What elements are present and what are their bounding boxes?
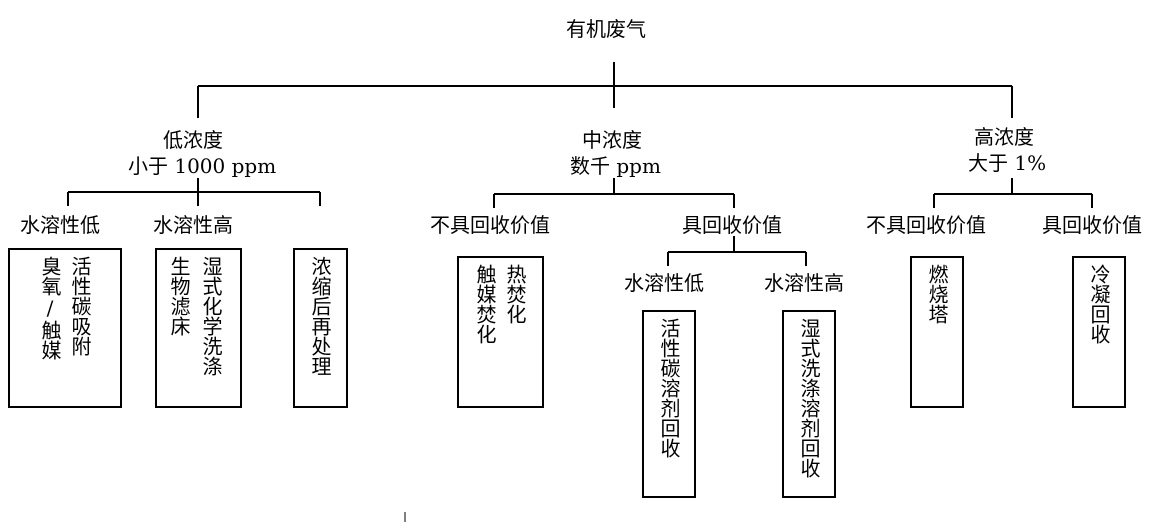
box-activated-carbon-ozone: 活性碳吸附 臭氧/触媒 [8,248,122,408]
box-condensation-recovery: 冷凝回收 [1072,256,1126,408]
box-text-thermal-incineration: 热焚化 [503,264,527,324]
high-has-recovery-value: 具回收价值 [1042,213,1142,237]
box-activated-carbon-solvent-recovery: 活性碳溶剂回收 [642,310,696,498]
box-concentrate-retreat: 浓缩后再处理 [293,248,348,408]
box-text-biofilter: 生物滤床 [167,256,191,336]
root-label: 有机废气 [566,17,646,41]
box-text-wet-scrub-solvent-recovery: 湿式洗涤溶剂回收 [797,318,821,478]
box-text-activated-carbon: 活性碳吸附 [68,256,92,356]
mid-concentration-range: 数千 ppm [570,154,661,178]
box-text-flare: 燃烧塔 [925,264,949,324]
low-concentration-range: 小于 1000 ppm [128,154,277,178]
box-catalytic-thermal-incineration: 触媒焚化 热焚化 [457,256,544,408]
box-flare: 燃烧塔 [910,256,964,408]
box-biofilter-wet-scrub: 生物滤床 湿式化学洗涤 [155,248,242,408]
mid-water-solubility-high: 水溶性高 [764,271,844,295]
mid-concentration-title: 中浓度 [582,128,642,152]
box-text-concentrate-retreat: 浓缩后再处理 [308,256,332,376]
high-concentration-title: 高浓度 [974,125,1034,149]
box-text-condensation-recovery: 冷凝回收 [1087,264,1111,344]
box-wet-scrub-solvent-recovery: 湿式洗涤溶剂回收 [782,310,836,498]
high-no-recovery-value: 不具回收价值 [866,213,986,237]
box-text-wet-chemical-scrub: 湿式化学洗涤 [199,256,223,376]
mid-no-recovery-value: 不具回收价值 [430,213,550,237]
high-concentration-range: 大于 1% [968,151,1047,175]
box-text-catalytic-incineration: 触媒焚化 [473,264,497,344]
box-text-ozone-catalyst: 臭氧/触媒 [38,256,62,360]
mid-has-recovery-value: 具回收价值 [682,213,782,237]
low-water-solubility-high: 水溶性高 [153,213,233,237]
box-text-activated-carbon-solvent-recovery: 活性碳溶剂回收 [657,318,681,458]
low-water-solubility-low: 水溶性低 [20,213,100,237]
low-concentration-title: 低浓度 [163,128,223,152]
mid-water-solubility-low: 水溶性低 [624,271,704,295]
